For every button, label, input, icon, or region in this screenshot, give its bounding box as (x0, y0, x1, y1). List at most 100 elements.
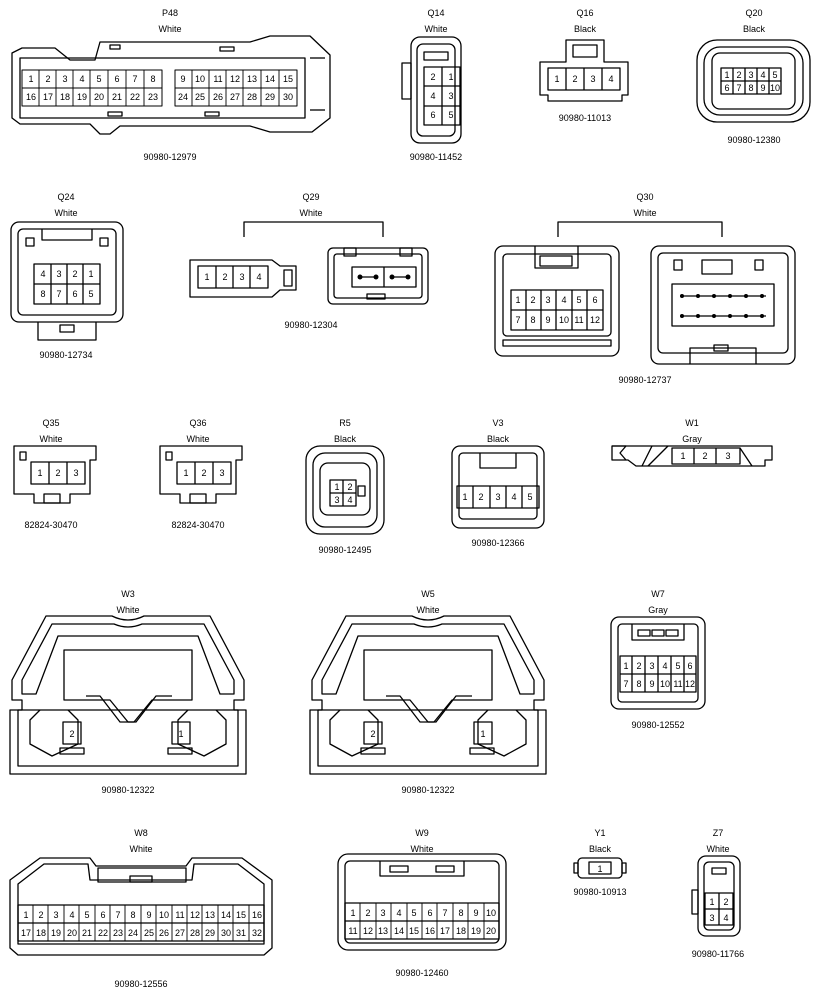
connector-id: Y1 (594, 828, 605, 838)
svg-text:5: 5 (84, 910, 89, 920)
svg-text:5: 5 (772, 70, 777, 80)
svg-text:13: 13 (378, 926, 388, 936)
svg-text:5: 5 (675, 661, 680, 671)
svg-text:1: 1 (334, 482, 339, 492)
svg-text:2: 2 (702, 451, 707, 461)
svg-text:3: 3 (62, 74, 67, 84)
connector-color: White (158, 24, 181, 34)
connector-color: White (186, 434, 209, 444)
svg-text:9: 9 (180, 74, 185, 84)
svg-text:2: 2 (201, 468, 206, 478)
svg-text:3: 3 (545, 295, 550, 305)
svg-text:5: 5 (527, 492, 532, 502)
svg-text:4: 4 (723, 913, 728, 923)
connector-id: Q14 (427, 8, 444, 18)
connector-id: Q30 (636, 192, 653, 202)
svg-text:3: 3 (334, 495, 339, 505)
svg-text:1: 1 (178, 729, 183, 739)
svg-text:11: 11 (213, 74, 222, 84)
svg-text:10: 10 (486, 908, 496, 918)
svg-text:27: 27 (175, 928, 185, 938)
svg-text:13: 13 (247, 74, 257, 84)
svg-text:19: 19 (51, 928, 61, 938)
svg-text:4: 4 (396, 908, 401, 918)
svg-text:23: 23 (148, 92, 158, 102)
svg-text:6: 6 (592, 295, 597, 305)
svg-text:28: 28 (247, 92, 257, 102)
svg-text:1: 1 (480, 729, 485, 739)
part-number: 90980-12552 (631, 720, 684, 730)
svg-text:2: 2 (572, 74, 577, 84)
svg-text:10: 10 (195, 74, 205, 84)
svg-text:1: 1 (462, 492, 467, 502)
svg-text:13: 13 (205, 910, 215, 920)
connector-id: Q20 (745, 8, 762, 18)
svg-text:6: 6 (687, 661, 692, 671)
connector-id: P48 (162, 8, 178, 18)
svg-text:15: 15 (283, 74, 293, 84)
svg-text:29: 29 (205, 928, 215, 938)
svg-text:7: 7 (132, 74, 137, 84)
svg-text:2: 2 (347, 482, 352, 492)
svg-text:31: 31 (236, 928, 246, 938)
connector-color: Gray (648, 605, 668, 615)
svg-text:24: 24 (178, 92, 188, 102)
svg-text:3: 3 (649, 661, 654, 671)
svg-text:2: 2 (430, 72, 435, 82)
svg-text:10: 10 (559, 315, 569, 325)
svg-text:3: 3 (725, 451, 730, 461)
svg-text:5: 5 (96, 74, 101, 84)
svg-text:2: 2 (478, 492, 483, 502)
svg-text:9: 9 (760, 83, 765, 93)
svg-text:3: 3 (53, 910, 58, 920)
svg-text:1: 1 (680, 451, 685, 461)
svg-text:21: 21 (112, 92, 122, 102)
svg-text:3: 3 (495, 492, 500, 502)
part-number: 90980-12737 (618, 375, 671, 385)
part-number: 90980-12556 (114, 979, 167, 989)
connector-id: R5 (339, 418, 351, 428)
svg-text:6: 6 (72, 289, 77, 299)
svg-text:27: 27 (230, 92, 240, 102)
connector-color: Black (487, 434, 510, 444)
svg-text:16: 16 (425, 926, 435, 936)
svg-text:12: 12 (363, 926, 373, 936)
svg-text:19: 19 (77, 92, 87, 102)
svg-text:1: 1 (448, 72, 453, 82)
svg-text:8: 8 (150, 74, 155, 84)
connector-id: W3 (121, 589, 135, 599)
svg-text:22: 22 (130, 92, 140, 102)
svg-text:3: 3 (709, 913, 714, 923)
svg-text:3: 3 (56, 269, 61, 279)
part-number: 90980-12322 (401, 785, 454, 795)
part-number: 90980-12495 (318, 545, 371, 555)
svg-text:2: 2 (38, 910, 43, 920)
svg-text:3: 3 (219, 468, 224, 478)
svg-text:1: 1 (88, 269, 93, 279)
svg-text:2: 2 (636, 661, 641, 671)
svg-text:8: 8 (458, 908, 463, 918)
svg-text:11: 11 (175, 910, 184, 920)
connector-color: White (424, 24, 447, 34)
svg-text:17: 17 (43, 92, 53, 102)
connector-color: White (299, 208, 322, 218)
svg-text:26: 26 (159, 928, 169, 938)
connector-id: Q29 (302, 192, 319, 202)
svg-text:5: 5 (448, 110, 453, 120)
part-number: 90980-12979 (143, 152, 196, 162)
connector-color: White (39, 434, 62, 444)
svg-text:19: 19 (471, 926, 481, 936)
part-number: 90980-11766 (692, 949, 744, 959)
svg-text:3: 3 (380, 908, 385, 918)
